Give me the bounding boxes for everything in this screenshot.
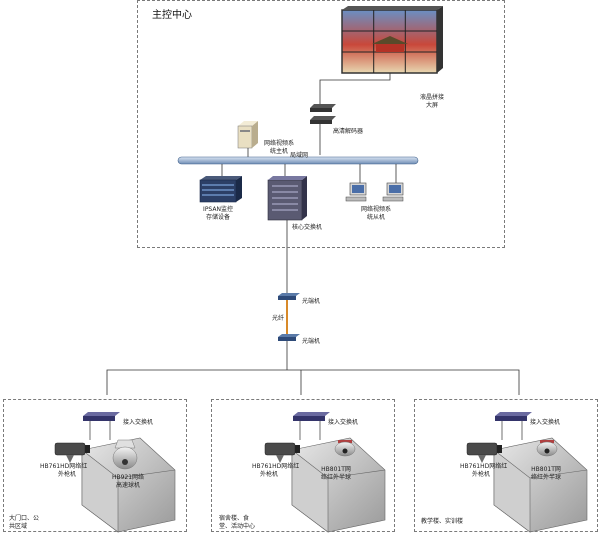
zone-1-devices xyxy=(54,412,176,533)
zone-1-camera2-label: HB921网络 高速球机 xyxy=(111,474,145,489)
bullet-camera-3 xyxy=(466,442,502,463)
building-2 xyxy=(291,437,386,533)
zone-2-camera1-label: HB761HD网络红 外枪机 xyxy=(252,463,300,478)
access-switch-3 xyxy=(495,412,532,421)
ipsan-storage xyxy=(199,176,242,203)
zone-3-switch-label: 接入交换机 xyxy=(530,419,561,426)
zone-3-camera1-label: HB761HD网络红 外枪机 xyxy=(460,463,508,478)
zone-3-devices xyxy=(466,412,588,533)
zone-2-camera2-label: HB801T网 络红外半球 xyxy=(320,466,351,481)
decoder-label: 高清解码器 xyxy=(333,128,364,135)
zone-1-name: 大门口、公 共区域 xyxy=(9,515,40,530)
main-host-label: 网络视频系 统主机 xyxy=(263,140,294,155)
access-switch-1 xyxy=(83,412,120,421)
slave-workstation-2 xyxy=(382,182,404,202)
zone-3-name: 教学楼、实训楼 xyxy=(421,518,464,525)
zone-2-switch-label: 接入交换机 xyxy=(328,419,359,426)
video-wall-label: 液晶拼接 大屏 xyxy=(419,94,444,109)
zone-3-camera2-label: HB801T网 络红外半球 xyxy=(530,466,561,481)
slave-workstation-1 xyxy=(345,182,367,202)
building-3 xyxy=(493,437,588,533)
zone-box-1 xyxy=(3,399,187,532)
main-control-center-box xyxy=(137,0,505,248)
zone-box-3 xyxy=(414,399,598,532)
fiber-label: 光纤 xyxy=(272,315,285,322)
lan-label: 局域网 xyxy=(290,152,309,159)
main-host-server xyxy=(237,121,258,149)
access-switch-2 xyxy=(293,412,330,421)
speed-dome-camera-1 xyxy=(112,439,138,470)
zone-2-name: 宿舍楼、食 堂、活动中心 xyxy=(219,515,256,530)
core-switch xyxy=(267,176,307,221)
half-dome-camera-3 xyxy=(536,440,558,457)
optical-transceiver-top xyxy=(278,293,300,300)
ipsan-label: IPSAN监控 存储设备 xyxy=(203,206,233,221)
video-wall xyxy=(341,6,443,74)
bullet-camera-2 xyxy=(264,442,300,463)
hd-decoder xyxy=(310,104,336,124)
building-1 xyxy=(81,437,176,533)
optical-bottom-label: 光端机 xyxy=(302,338,321,345)
center-title: 主控中心 xyxy=(152,10,192,21)
core-switch-label: 核心交换机 xyxy=(292,224,323,231)
zone-1-camera1-label: HB761HD网络红 外枪机 xyxy=(40,463,88,478)
lan-bar xyxy=(177,156,419,165)
bullet-camera-1 xyxy=(54,442,90,463)
optical-transceiver-bottom xyxy=(278,334,300,341)
zone-box-2 xyxy=(211,399,395,532)
half-dome-camera-2 xyxy=(334,440,356,457)
slave-label: 网络视频系 统从机 xyxy=(360,206,391,221)
zone-2-devices xyxy=(264,412,386,533)
optical-top-label: 光端机 xyxy=(302,298,321,305)
zone-1-switch-label: 接入交换机 xyxy=(123,419,154,426)
